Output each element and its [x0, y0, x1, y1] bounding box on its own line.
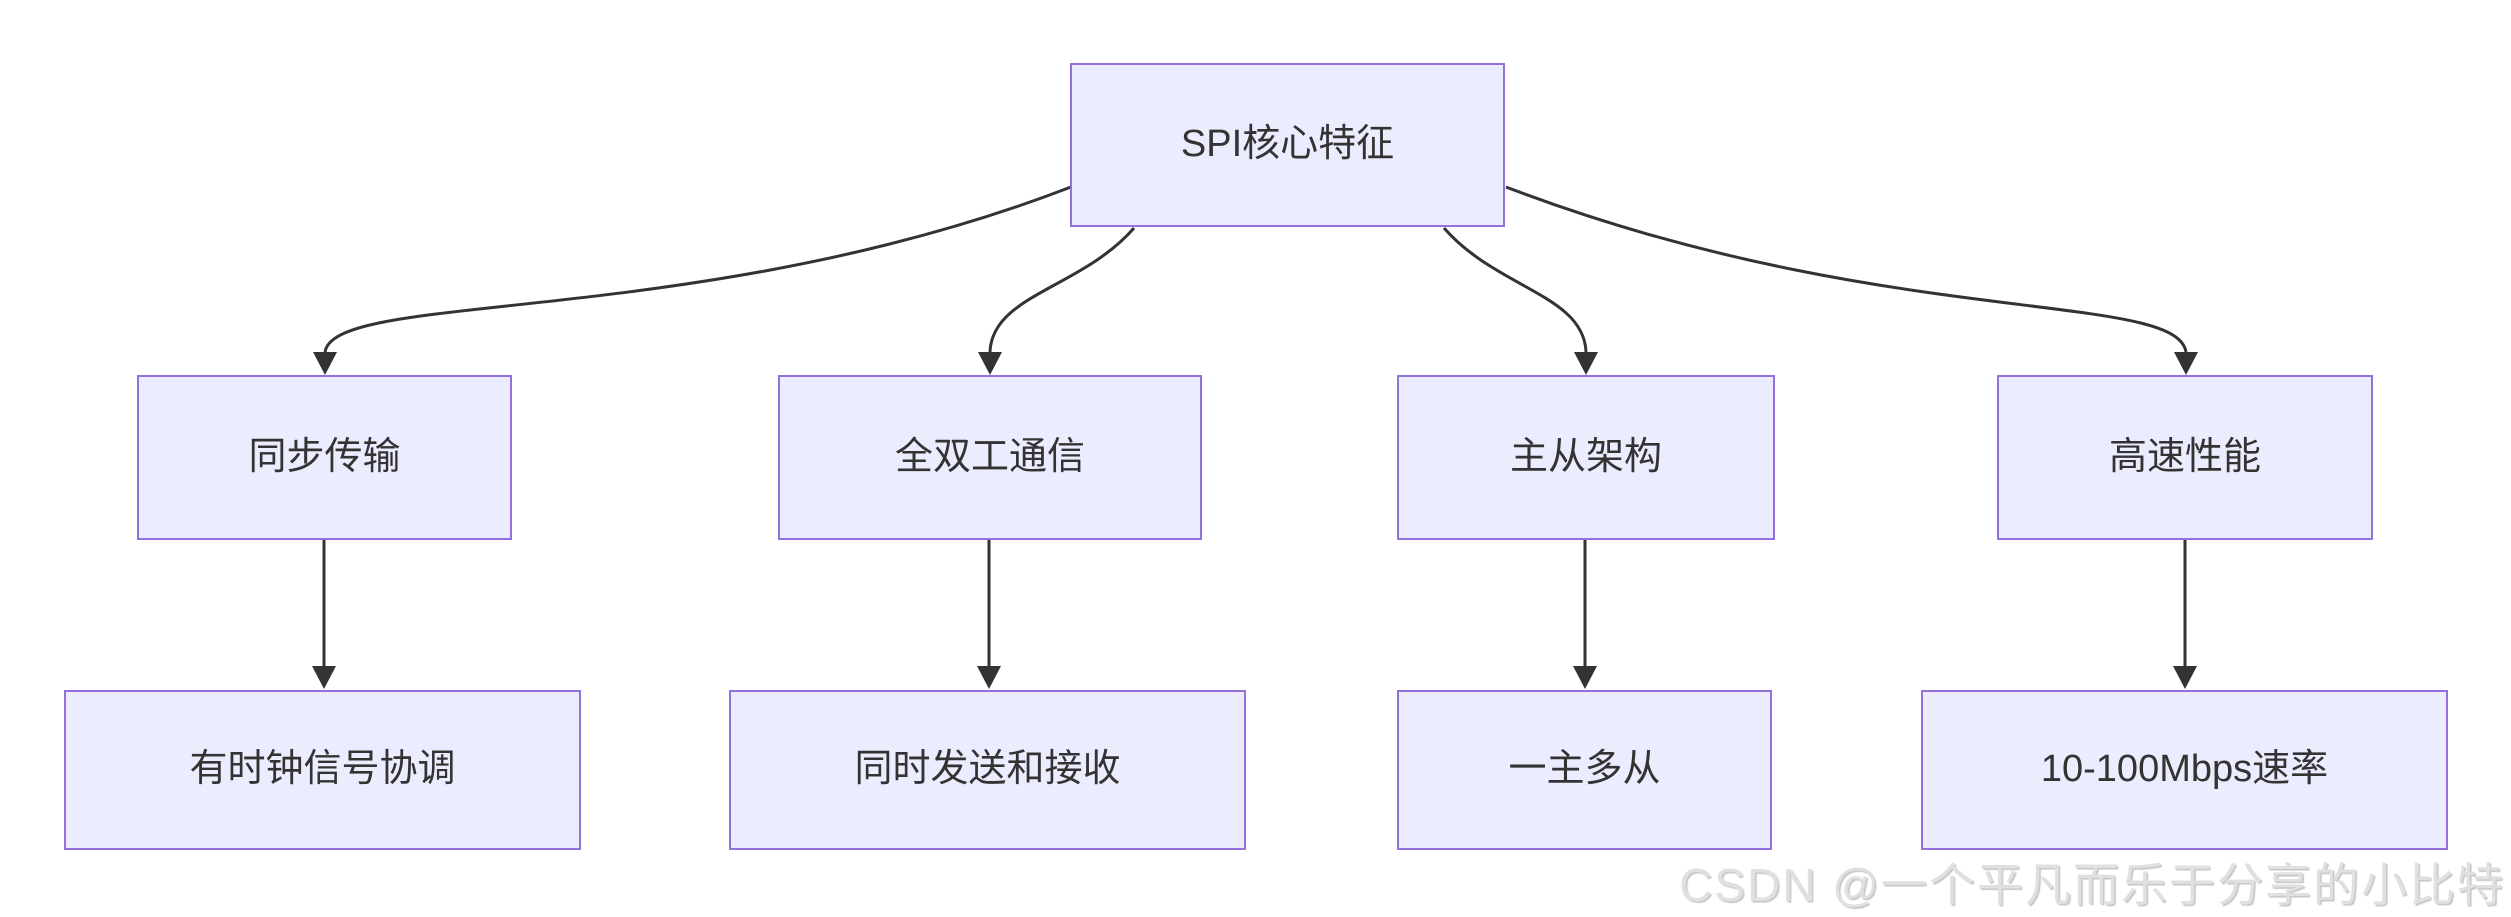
- node-sync-label: 同步传输: [248, 435, 401, 478]
- node-root-label: SPI核心特征: [1180, 123, 1395, 166]
- watermark-text: CSDN @一个平凡而乐于分享的小比特: [1679, 859, 2505, 911]
- node-speed: 高速性能: [1997, 375, 2373, 540]
- node-masterslave-label: 主从架构: [1509, 435, 1662, 478]
- node-sendreceive-detail: 同时发送和接收: [729, 690, 1246, 850]
- node-rate-detail: 10-100Mbps速率: [1921, 690, 2448, 850]
- arrowhead-sendreceive: [977, 666, 1001, 689]
- node-rate-detail-label: 10-100Mbps速率: [2040, 748, 2329, 791]
- node-clock-detail-label: 有时钟信号协调: [189, 748, 456, 791]
- edge-root-to-speed: [1505, 185, 2188, 353]
- node-root: SPI核心特征: [1070, 63, 1505, 227]
- edge-root-to-sync: [323, 185, 1072, 353]
- edge-root-to-masterslave: [1442, 227, 1588, 353]
- node-onemany-detail-label: 一主多从: [1508, 748, 1661, 791]
- arrowhead-duplex: [978, 352, 1002, 375]
- arrowhead-masterslave: [1574, 352, 1598, 375]
- node-duplex-label: 全双工通信: [894, 435, 1085, 478]
- node-speed-label: 高速性能: [2108, 435, 2261, 478]
- edge-root-to-duplex: [988, 227, 1136, 353]
- node-duplex: 全双工通信: [778, 375, 1202, 540]
- node-clock-detail: 有时钟信号协调: [64, 690, 581, 850]
- arrowhead-clock: [312, 666, 336, 689]
- arrowhead-rate: [2173, 666, 2197, 689]
- arrowhead-onemany: [1573, 666, 1597, 689]
- arrowhead-sync: [313, 352, 337, 375]
- node-sendreceive-detail-label: 同时发送和接收: [854, 748, 1121, 791]
- node-masterslave: 主从架构: [1397, 375, 1775, 540]
- arrowhead-speed: [2174, 352, 2198, 375]
- node-sync: 同步传输: [137, 375, 512, 540]
- node-onemany-detail: 一主多从: [1397, 690, 1772, 850]
